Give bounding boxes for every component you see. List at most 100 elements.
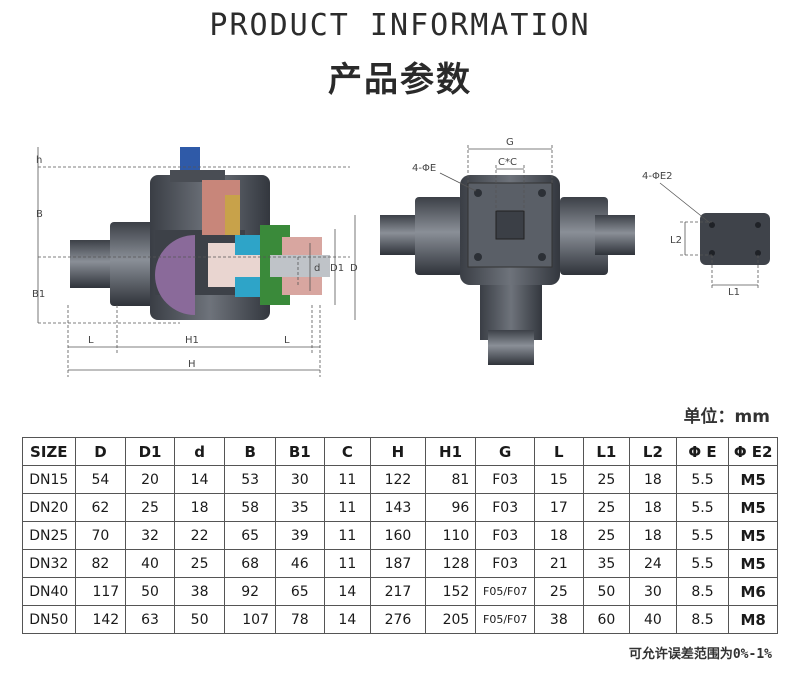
cell-B1: 65 xyxy=(274,577,325,606)
cell-L1: 25 xyxy=(582,465,631,494)
cell-B1: 30 xyxy=(274,465,325,494)
col-L2: L2 xyxy=(629,437,677,466)
cell-D1: 25 xyxy=(125,493,175,522)
ball xyxy=(155,235,195,315)
side-section-view: h B B1 d D1 D L H1 L H xyxy=(32,147,358,377)
cell-G: F03 xyxy=(475,549,536,578)
label-h: h xyxy=(36,155,42,166)
cell-size: DN32 xyxy=(22,549,76,578)
cell-H1: 152 xyxy=(424,577,477,606)
col-d: d xyxy=(173,437,226,466)
label-L1: L1 xyxy=(728,287,740,298)
cell-D1: 50 xyxy=(125,577,175,606)
cell-G: F03 xyxy=(475,493,536,522)
cell-H: 122 xyxy=(370,465,426,494)
cell-L: 15 xyxy=(534,465,584,494)
cell-phiE: 5.5 xyxy=(675,521,730,550)
label-d: d xyxy=(314,263,320,274)
front-view: G C*C 4-ΦE xyxy=(380,137,635,365)
col-D1: D1 xyxy=(125,437,175,466)
cell-C: 11 xyxy=(323,493,372,522)
col-size: SIZE xyxy=(22,437,76,466)
cell-L: 25 xyxy=(534,577,584,606)
cell-H1: 81 xyxy=(424,465,477,494)
tolerance-note: 可允许误差范围为0%-1% xyxy=(628,647,772,662)
cell-phiE2: M6 xyxy=(728,577,778,606)
cell-B: 68 xyxy=(224,549,276,578)
cell-D: 117 xyxy=(74,577,127,606)
cell-C: 14 xyxy=(323,577,372,606)
cell-D: 82 xyxy=(74,549,127,578)
label-G: G xyxy=(506,137,514,148)
table-row: DN15 54 20 14 53 30 11 122 81 F03 15 25 … xyxy=(22,465,778,494)
cell-L2: 40 xyxy=(629,605,677,634)
col-phiE: Φ E xyxy=(675,437,730,466)
cell-L: 17 xyxy=(534,493,584,522)
cell-B: 58 xyxy=(224,493,276,522)
table-row: DN32 82 40 25 68 46 11 187 128 F03 21 35… xyxy=(22,549,778,578)
col-B1: B1 xyxy=(274,437,325,466)
cell-phiE2: M5 xyxy=(728,521,778,550)
cell-size: DN20 xyxy=(22,493,76,522)
cell-L2: 18 xyxy=(629,493,677,522)
cell-B: 65 xyxy=(224,521,276,550)
cell-C: 11 xyxy=(323,521,372,550)
cell-C: 11 xyxy=(323,549,372,578)
cell-phiE2: M5 xyxy=(728,493,778,522)
col-C: C xyxy=(323,437,372,466)
cell-phiE: 5.5 xyxy=(675,465,730,494)
table-header-row: SIZE D D1 d B B1 C H H1 G L L1 L2 Φ E Φ … xyxy=(22,437,778,466)
cell-H: 160 xyxy=(370,521,426,550)
label-4-phiE: 4-ΦE xyxy=(412,163,436,174)
flange-detail: 4-ΦE2 L2 L1 xyxy=(642,171,770,298)
cell-phiE2: M5 xyxy=(728,465,778,494)
cell-H: 143 xyxy=(370,493,426,522)
label-L-left: L xyxy=(88,335,94,346)
cell-H: 217 xyxy=(370,577,426,606)
cell-D: 54 xyxy=(74,465,127,494)
label-D: D xyxy=(350,263,358,274)
cell-L: 21 xyxy=(534,549,584,578)
cell-L1: 25 xyxy=(582,493,631,522)
col-L1: L1 xyxy=(582,437,631,466)
label-H1: H1 xyxy=(185,335,199,346)
cell-H1: 128 xyxy=(424,549,477,578)
cell-G: F03 xyxy=(475,465,536,494)
cell-D1: 40 xyxy=(125,549,175,578)
cell-phiE: 8.5 xyxy=(675,605,730,634)
cell-D: 142 xyxy=(74,605,127,634)
cell-B: 53 xyxy=(224,465,276,494)
col-H: H xyxy=(370,437,426,466)
cell-H: 276 xyxy=(370,605,426,634)
label-L2: L2 xyxy=(670,235,682,246)
cell-d: 50 xyxy=(173,605,226,634)
cell-L: 38 xyxy=(534,605,584,634)
cell-L2: 18 xyxy=(629,521,677,550)
cell-L1: 60 xyxy=(582,605,631,634)
label-CxC: C*C xyxy=(498,157,517,168)
cell-D: 70 xyxy=(74,521,127,550)
col-H1: H1 xyxy=(424,437,477,466)
label-L-right: L xyxy=(284,335,290,346)
table-row: DN25 70 32 22 65 39 11 160 110 F03 18 25… xyxy=(22,521,778,550)
cell-phiE2: M8 xyxy=(728,605,778,634)
left-union-nut xyxy=(110,222,158,306)
cell-B1: 46 xyxy=(274,549,325,578)
cell-B: 92 xyxy=(224,577,276,606)
cell-B1: 39 xyxy=(274,521,325,550)
cell-L1: 50 xyxy=(582,577,631,606)
cell-size: DN15 xyxy=(22,465,76,494)
cell-L2: 30 xyxy=(629,577,677,606)
label-4-phiE2: 4-ΦE2 xyxy=(642,171,673,182)
table-row: DN20 62 25 18 58 35 11 143 96 F03 17 25 … xyxy=(22,493,778,522)
cell-D1: 32 xyxy=(125,521,175,550)
cell-phiE: 8.5 xyxy=(675,577,730,606)
cell-phiE: 5.5 xyxy=(675,493,730,522)
cell-C: 11 xyxy=(323,465,372,494)
cell-d: 22 xyxy=(173,521,226,550)
cell-D: 62 xyxy=(74,493,127,522)
cell-d: 38 xyxy=(173,577,226,606)
cell-d: 25 xyxy=(173,549,226,578)
cell-phiE: 5.5 xyxy=(675,549,730,578)
label-B: B xyxy=(36,209,43,220)
